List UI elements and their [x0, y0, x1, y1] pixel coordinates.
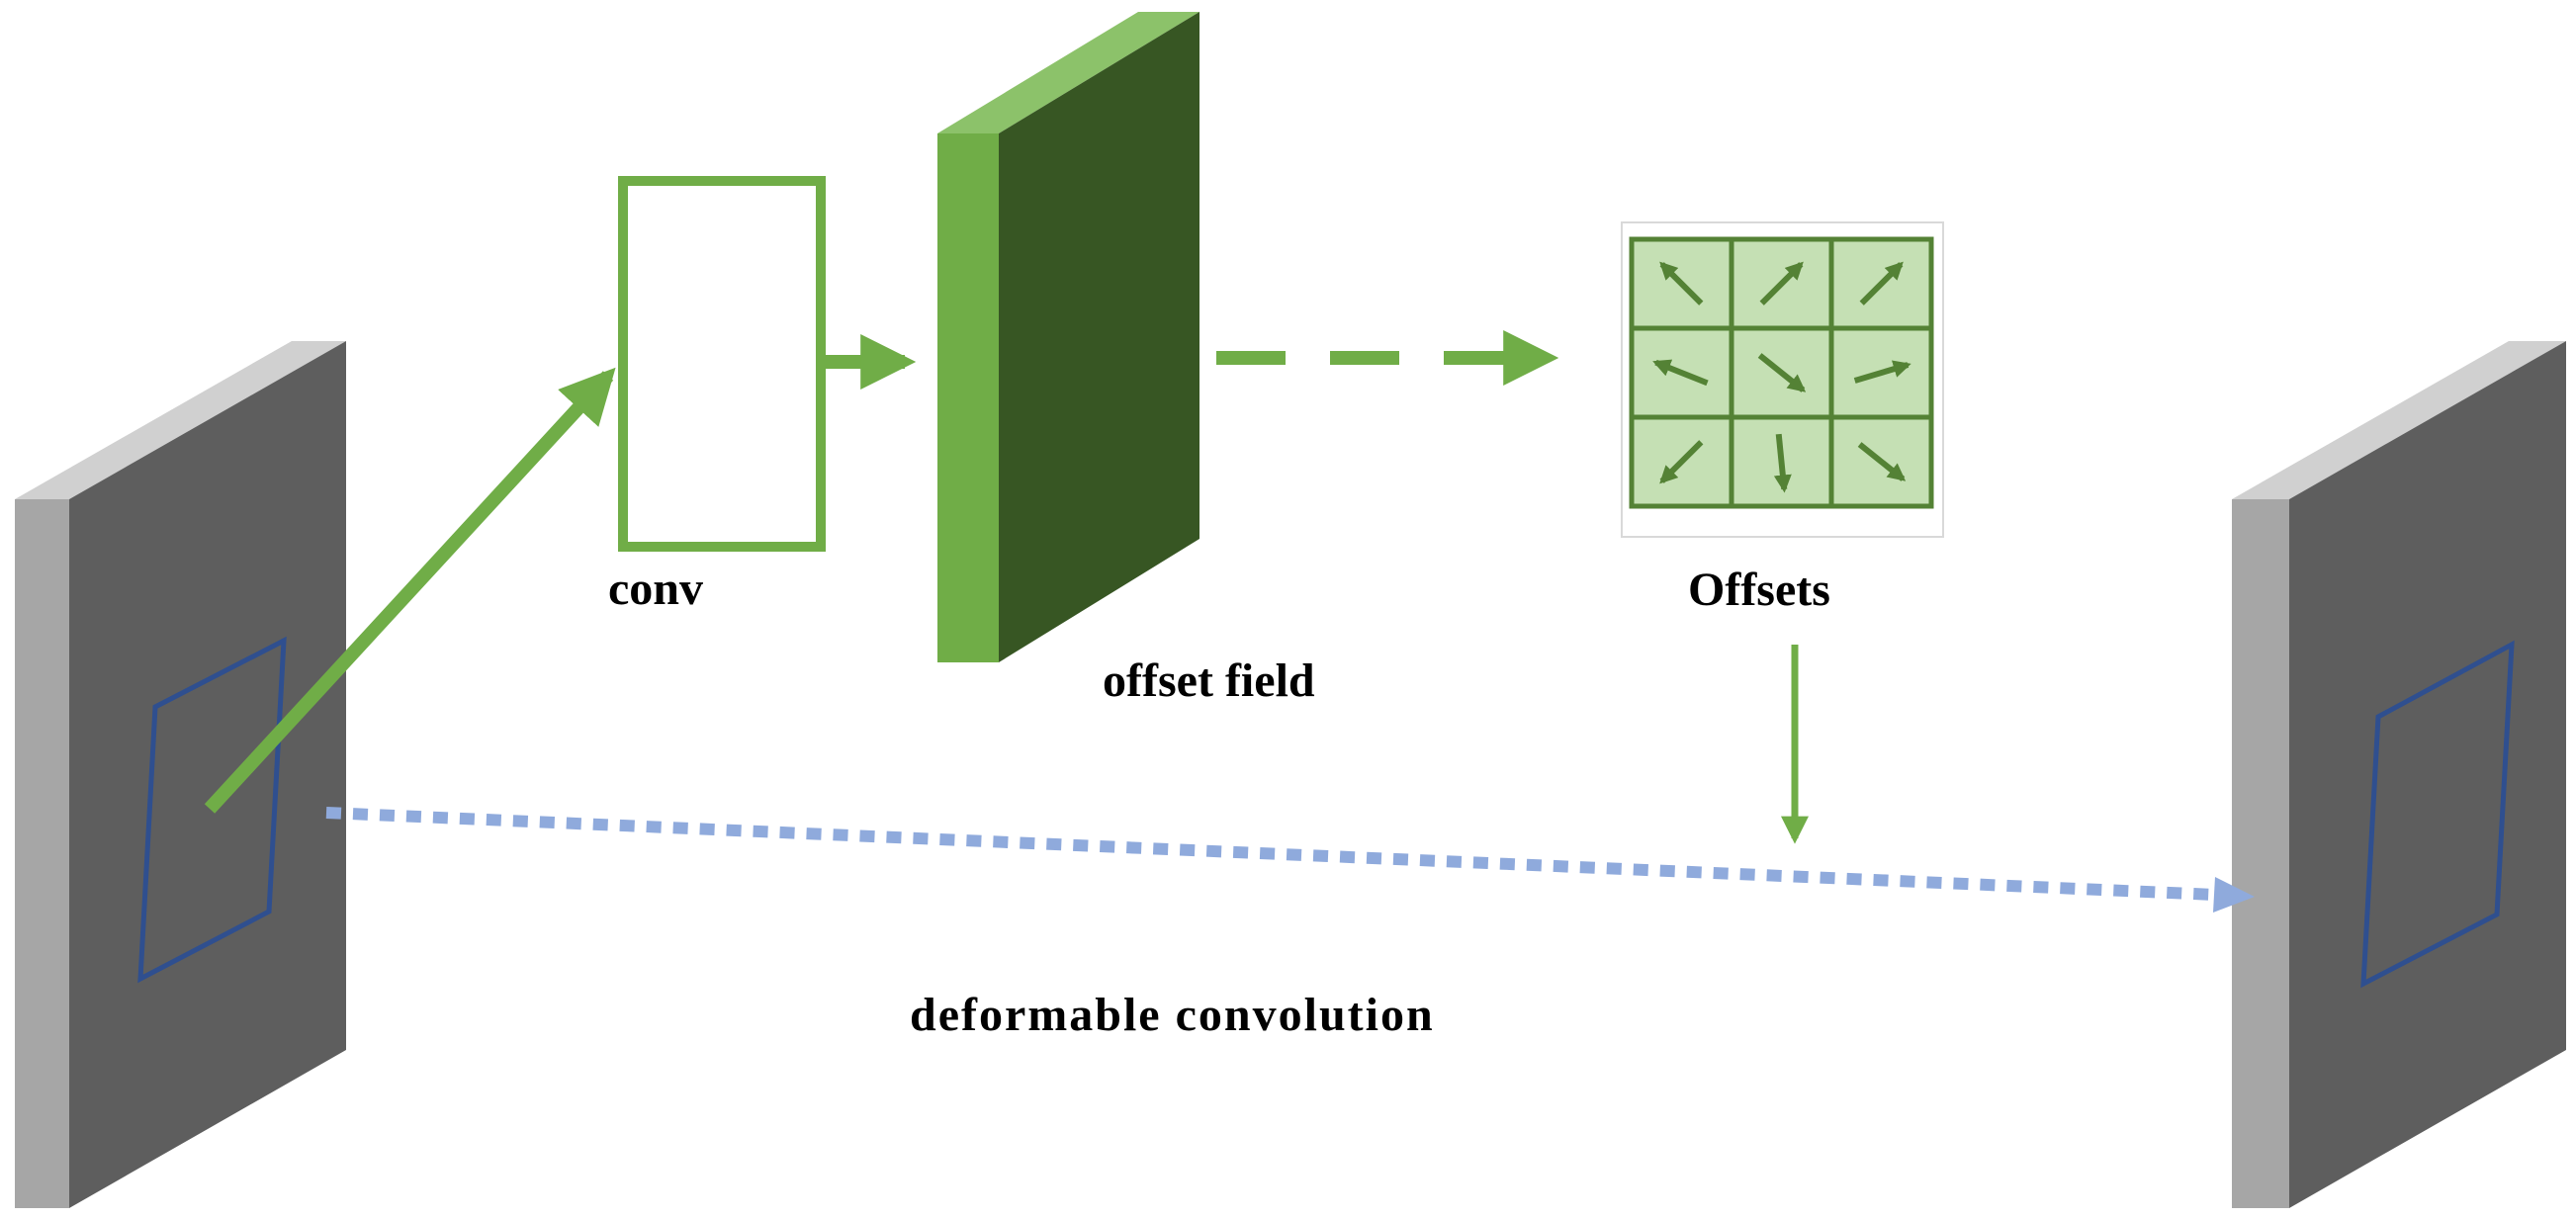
- conv-label: conv: [608, 563, 703, 615]
- deformable-convolution-arrowhead: [2213, 877, 2255, 913]
- arrow-up-right-icon: [1759, 261, 1804, 305]
- arrow-left-icon: [1652, 359, 1709, 387]
- offset-field-block: [937, 12, 1199, 662]
- output-map-front-face: [2289, 341, 2566, 1208]
- deformable-convolution-label: deformable convolution: [910, 989, 1435, 1041]
- input-map-top-face: [15, 341, 346, 499]
- arrow-right-icon: [1853, 360, 1911, 384]
- arrow-up-left-icon: [1659, 261, 1704, 305]
- arrow-down-left-icon: [1659, 440, 1704, 484]
- conv-box: [618, 176, 826, 552]
- output-feature-map: [2232, 341, 2566, 1208]
- arrow-down-icon: [1773, 433, 1792, 493]
- offsets-grid: [1621, 221, 1944, 538]
- offset-field-top-face: [937, 12, 1199, 133]
- input-sampling-region: [137, 636, 287, 984]
- offset-field-label: offset field: [1103, 654, 1315, 707]
- deformable-convolution-arrow: [325, 807, 2216, 901]
- offsets-label: Offsets: [1688, 564, 1830, 616]
- offset-field-front-face: [999, 12, 1199, 662]
- output-map-side-face: [2232, 499, 2289, 1208]
- input-feature-map: [15, 341, 346, 1208]
- arrow-up-right-icon: [1859, 261, 1904, 305]
- input-to-conv-arrow: [204, 367, 616, 814]
- output-sampling-region: [2360, 640, 2515, 989]
- arrow-down-right-icon: [1757, 353, 1807, 392]
- output-map-top-face: [2232, 341, 2566, 499]
- offset-field-side-face: [937, 133, 999, 662]
- input-map-front-face: [69, 341, 346, 1208]
- arrow-down-right-icon: [1857, 442, 1907, 481]
- input-map-side-face: [15, 499, 69, 1208]
